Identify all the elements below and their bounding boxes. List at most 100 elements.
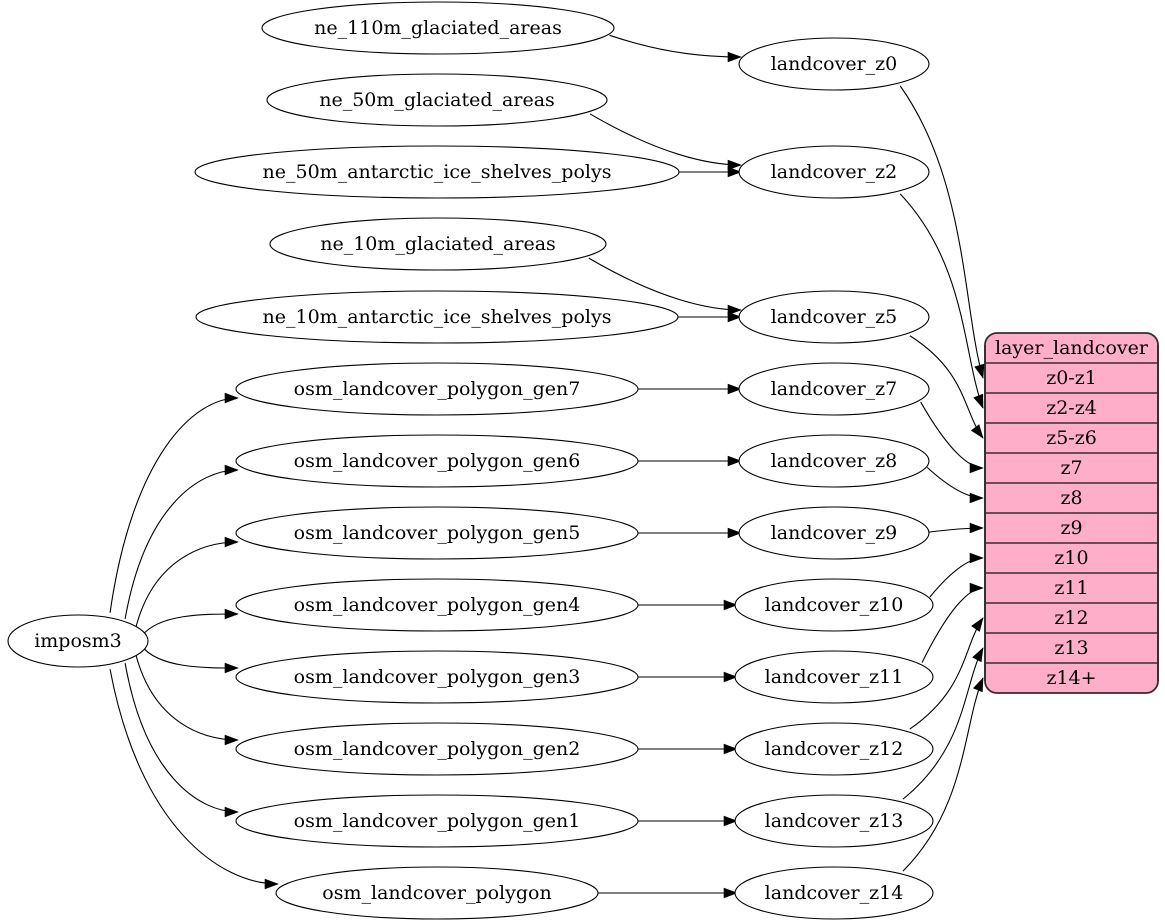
node-shape[interactable]	[235, 722, 639, 776]
table-row-label-z9[interactable]: z9	[1060, 517, 1082, 539]
table-row-label-z5-z6[interactable]: z5-z6	[1046, 427, 1097, 449]
node-shape[interactable]	[235, 506, 639, 560]
node-shape[interactable]	[738, 37, 930, 91]
node-osm_landcover_polygon_gen1[interactable]: osm_landcover_polygon_gen1	[235, 794, 639, 848]
table-row-label-z0-z1[interactable]: z0-z1	[1046, 367, 1097, 389]
node-shape[interactable]	[235, 578, 639, 632]
node-ne_10m_glaciated_areas[interactable]: ne_10m_glaciated_areas	[269, 217, 607, 271]
node-shape[interactable]	[738, 506, 930, 560]
nodes-layer: imposm3 ne_110m_glaciated_areas ne_50m_gla…	[7, 1, 934, 920]
node-label: landcover_z10	[765, 594, 904, 616]
node-osm_landcover_polygon_gen3[interactable]: osm_landcover_polygon_gen3	[235, 650, 639, 704]
edge-ne_10m_glaciated_areas-to-landcover_z5	[588, 257, 742, 316]
node-shape[interactable]	[194, 145, 680, 199]
node-label: osm_landcover_polygon_gen6	[294, 450, 581, 472]
node-imposm3[interactable]: imposm3	[7, 614, 149, 668]
edge-arrowhead	[224, 464, 239, 476]
node-landcover_z14[interactable]: landcover_z14	[734, 866, 934, 920]
node-ne_10m_antarctic_ice_shelves_polys[interactable]: ne_10m_antarctic_ice_shelves_polys	[195, 290, 679, 344]
edge-landcover_z2-to-table-row-z2-z4	[899, 193, 984, 409]
node-shape[interactable]	[235, 650, 639, 704]
edge-imposm3-to-osm_landcover_polygon_gen3	[141, 645, 239, 674]
edge-osm_landcover_polygon_gen6-to-landcover_z8	[638, 455, 742, 467]
layer-landcover-table: layer_landcover z0-z1 z2-z4 z5-z6 z7 z8 z9 z10 z…	[984, 332, 1159, 694]
node-landcover_z8[interactable]: landcover_z8	[738, 434, 930, 488]
node-landcover_z11[interactable]: landcover_z11	[734, 650, 934, 704]
node-shape[interactable]	[738, 145, 930, 199]
edge-ne_10m_antarctic_ice_shelves_polys-to-landcover_z5	[678, 311, 742, 323]
edge-arrowhead	[974, 363, 985, 379]
edge-osm_landcover_polygon_gen1-to-landcover_z13	[638, 815, 738, 827]
node-label: landcover_z2	[771, 161, 898, 183]
node-shape[interactable]	[734, 578, 934, 632]
edge-path	[902, 647, 984, 800]
edge-arrowhead	[224, 392, 239, 404]
node-osm_landcover_polygon[interactable]: osm_landcover_polygon	[275, 866, 599, 920]
table-row-label-z13[interactable]: z13	[1054, 637, 1088, 659]
table-row-label-z10[interactable]: z10	[1054, 547, 1088, 569]
node-shape[interactable]	[235, 794, 639, 848]
node-label: ne_50m_antarctic_ice_shelves_polys	[263, 161, 612, 183]
node-shape[interactable]	[275, 866, 599, 920]
node-shape[interactable]	[738, 290, 930, 344]
table-row-label-z7[interactable]: z7	[1060, 457, 1082, 479]
node-shape[interactable]	[195, 290, 679, 344]
table-row-label-z2-z4[interactable]: z2-z4	[1046, 397, 1097, 419]
edge-path	[109, 669, 279, 885]
node-osm_landcover_polygon_gen6[interactable]: osm_landcover_polygon_gen6	[235, 434, 639, 488]
node-shape[interactable]	[269, 217, 607, 271]
edge-path	[141, 613, 239, 637]
node-shape[interactable]	[261, 1, 615, 55]
node-shape[interactable]	[734, 722, 934, 776]
table-row-label-z12[interactable]: z12	[1054, 607, 1088, 629]
table-header-label: layer_landcover	[995, 337, 1149, 359]
edge-arrowhead	[723, 743, 738, 755]
edge-imposm3-to-osm_landcover_polygon_gen4	[141, 608, 239, 637]
edge-arrowhead	[723, 599, 738, 611]
node-label: imposm3	[34, 630, 122, 652]
edge-arrowhead	[727, 455, 742, 467]
node-shape[interactable]	[734, 650, 934, 704]
edge-arrowhead	[723, 671, 738, 683]
node-landcover_z0[interactable]: landcover_z0	[738, 37, 930, 91]
node-shape[interactable]	[266, 73, 608, 127]
table-row-label-z11[interactable]: z11	[1054, 577, 1088, 599]
node-landcover_z5[interactable]: landcover_z5	[738, 290, 930, 344]
edge-osm_landcover_polygon-to-landcover_z14	[597, 887, 738, 899]
node-ne_50m_glaciated_areas[interactable]: ne_50m_glaciated_areas	[266, 73, 608, 127]
node-landcover_z10[interactable]: landcover_z10	[734, 578, 934, 632]
edge-arrowhead	[969, 492, 984, 504]
node-label: ne_10m_glaciated_areas	[320, 233, 556, 255]
node-shape[interactable]	[235, 362, 639, 416]
node-label: landcover_z7	[771, 378, 898, 400]
table-row-label-z8[interactable]: z8	[1060, 487, 1082, 509]
edge-arrowhead	[727, 383, 742, 395]
edge-arrowhead	[224, 662, 239, 674]
node-label: landcover_z8	[771, 450, 898, 472]
node-landcover_z2[interactable]: landcover_z2	[738, 145, 930, 199]
node-ne_50m_antarctic_ice_shelves_polys[interactable]: ne_50m_antarctic_ice_shelves_polys	[194, 145, 680, 199]
table-row-label-z14+[interactable]: z14+	[1046, 667, 1096, 689]
node-shape[interactable]	[235, 434, 639, 488]
node-osm_landcover_polygon_gen7[interactable]: osm_landcover_polygon_gen7	[235, 362, 639, 416]
node-landcover_z7[interactable]: landcover_z7	[738, 362, 930, 416]
node-osm_landcover_polygon_gen5[interactable]: osm_landcover_polygon_gen5	[235, 506, 639, 560]
node-ne_110m_glaciated_areas[interactable]: ne_110m_glaciated_areas	[261, 1, 615, 55]
edge-ne_50m_glaciated_areas-to-landcover_z2	[589, 113, 742, 171]
node-shape[interactable]	[7, 614, 149, 668]
node-osm_landcover_polygon_gen2[interactable]: osm_landcover_polygon_gen2	[235, 722, 639, 776]
node-landcover_z12[interactable]: landcover_z12	[734, 722, 934, 776]
edge-arrowhead	[969, 552, 984, 564]
node-shape[interactable]	[734, 794, 934, 848]
edge-imposm3-to-osm_landcover_polygon	[109, 669, 279, 890]
node-landcover_z9[interactable]: landcover_z9	[738, 506, 930, 560]
edge-arrowhead	[970, 424, 984, 439]
edge-path	[124, 469, 239, 619]
node-shape[interactable]	[738, 362, 930, 416]
node-landcover_z13[interactable]: landcover_z13	[734, 794, 934, 848]
node-shape[interactable]	[738, 434, 930, 488]
node-shape[interactable]	[734, 866, 934, 920]
node-osm_landcover_polygon_gen4[interactable]: osm_landcover_polygon_gen4	[235, 578, 639, 632]
edge-landcover_z9-to-table-row-z9	[928, 522, 984, 534]
